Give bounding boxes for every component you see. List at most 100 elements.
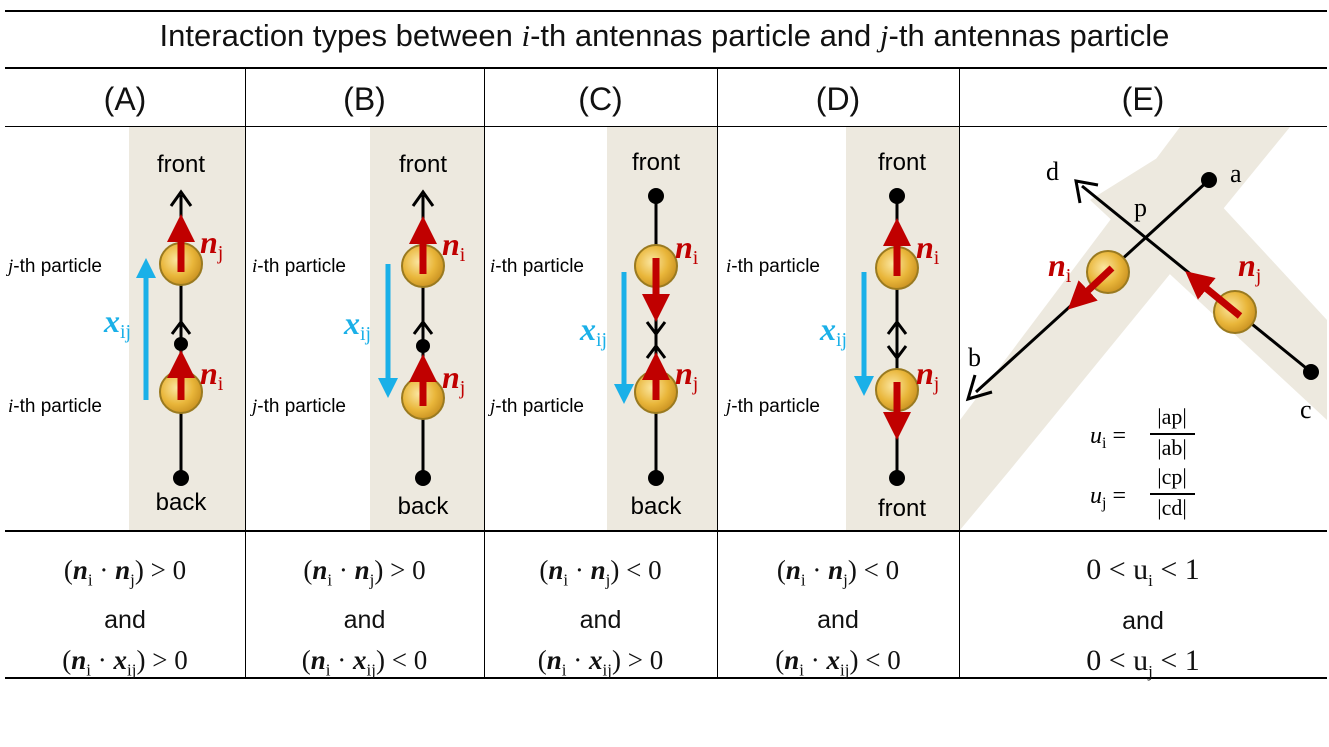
panel-b-front-label: front [399, 151, 447, 178]
panel-e-label-c: c [1300, 395, 1312, 424]
panel-d-front-label-top: front [878, 149, 926, 176]
panel-c-bottom-particle-label: j-th particle [487, 396, 584, 417]
condition-d: (ni · nj) < 0 and (ni · xij) < 0 [717, 550, 959, 691]
condition-a-line2: (ni · xij) > 0 [62, 645, 188, 680]
condition-e-line2: 0 < uj < 1 [1086, 644, 1200, 681]
panel-c-nj-label: nj [675, 355, 698, 395]
panel-d-bottom-particle-label: j-th particle [723, 396, 820, 417]
panel-b-nj-label: nj [442, 359, 465, 399]
panel-d: front front ni nj xij i-th particle j-th… [723, 127, 959, 530]
panel-e-ui-den: |ab| [1157, 435, 1187, 460]
condition-a-and: and [104, 606, 146, 635]
panel-c-back-dot [648, 470, 664, 486]
condition-d-line2: (ni · xij) < 0 [775, 645, 901, 680]
panel-e-nj-arrow [1185, 271, 1243, 319]
column-header-d: (D) [815, 81, 861, 117]
panel-e-ui-num: |ap| [1157, 404, 1187, 429]
condition-b: (ni · nj) > 0 and (ni · xij) < 0 [245, 550, 484, 691]
panel-a: front back nj ni xij j-th particle i-th … [5, 127, 245, 530]
column-divider-1 [245, 69, 246, 678]
panel-a-nj-label: nj [200, 224, 223, 264]
panel-b-ni-label: ni [442, 226, 466, 266]
panel-e-uj-lhs: uj = [1090, 483, 1126, 512]
panel-e-uj-den: |cd| [1157, 495, 1187, 520]
condition-c-line1: (ni · nj) < 0 [539, 555, 662, 590]
panel-e-label-p: p [1134, 193, 1147, 222]
condition-b-line2: (ni · xij) < 0 [301, 645, 428, 680]
condition-d-and: and [817, 606, 859, 635]
column-header-a: (A) [103, 81, 147, 117]
panel-d-top-particle-label: i-th particle [726, 256, 820, 277]
panel-b-bottom-particle-label: j-th particle [249, 396, 346, 417]
panel-e-d-arrowhead [1074, 179, 1099, 204]
column-divider-4 [959, 69, 960, 678]
condition-a-line1: (ni · nj) > 0 [63, 555, 187, 590]
panel-b-joint [416, 339, 430, 353]
panel-b-top-particle-label: i-th particle [252, 256, 346, 277]
panel-e-label-a: a [1230, 159, 1242, 188]
panel-d-top-dot [889, 188, 905, 204]
top-rule [5, 10, 1327, 12]
panel-a-ni-label: ni [200, 355, 224, 395]
panel-c-front-label: front [632, 149, 680, 176]
column-divider-3 [717, 69, 718, 678]
column-divider-2 [484, 69, 485, 678]
condition-b-line1: (ni · nj) > 0 [303, 555, 426, 590]
panel-e-nj-label: nj [1238, 247, 1261, 287]
panel-e-label-d: d [1046, 157, 1059, 186]
panel-b-front-arrowhead [411, 189, 435, 207]
panel-a-top-particle-label: j-th particle [5, 256, 102, 277]
panel-a-front-label: front [157, 151, 205, 178]
column-header-c: (C) [578, 81, 623, 117]
bottom-rule [5, 677, 1327, 679]
panel-e-ni-arrow [1067, 265, 1115, 310]
panel-e: a b c d p ni nj ui = |ap| |ab| uj = |cp|… [960, 127, 1327, 530]
figure-title: Interaction types between i-th antennas … [159, 18, 1170, 53]
column-header-e: (E) [1121, 81, 1165, 117]
panel-e-label-b: b [968, 343, 981, 372]
panel-rule [5, 530, 1327, 532]
header-rule [5, 67, 1327, 69]
condition-c: (ni · nj) < 0 and (ni · xij) > 0 [484, 550, 717, 691]
panel-a-mid-chevron [170, 319, 192, 335]
condition-e-line1: 0 < ui < 1 [1086, 553, 1200, 590]
panel-d-ni-label: ni [916, 229, 940, 269]
panel-a-back-label: back [156, 489, 208, 516]
panel-a-back-dot [173, 470, 189, 486]
condition-d-line1: (ni · nj) < 0 [776, 555, 900, 590]
panel-a-xij-label: xij [103, 303, 131, 343]
panel-d-bottom-dot [889, 470, 905, 486]
column-header-b: (B) [343, 81, 386, 117]
condition-c-and: and [579, 606, 622, 635]
panel-e-point-a [1201, 172, 1217, 188]
panel-c-front-dot [648, 188, 664, 204]
panel-c-mid-chevron-down [645, 321, 667, 337]
panel-b-back-label: back [398, 493, 450, 520]
condition-c-line2: (ni · xij) > 0 [537, 645, 664, 680]
panel-c-back-label: back [631, 493, 683, 520]
condition-b-and: and [343, 606, 386, 635]
panel-d-mid-chevron-down [886, 345, 908, 361]
panel-d-xij-label: xij [819, 311, 847, 351]
panel-a-bottom-particle-label: i-th particle [8, 396, 102, 417]
column-head-rule [5, 126, 1327, 127]
panel-d-front-label-bottom: front [878, 495, 926, 522]
condition-a: (ni · nj) > 0 and (ni · xij) > 0 [5, 550, 245, 691]
condition-e-and: and [1122, 607, 1164, 635]
panel-b: front back ni nj xij i-th particle j-th … [249, 127, 484, 530]
panel-b-back-dot [415, 470, 431, 486]
panel-c-ni-label: ni [675, 229, 699, 269]
panel-c-xij-label: xij [579, 311, 607, 351]
panel-e-b-arrowhead [965, 374, 993, 402]
panel-c-top-particle-label: i-th particle [490, 256, 584, 277]
panel-b-mid-chevron [412, 319, 434, 335]
panel-e-uj-num: |cp| [1157, 464, 1187, 489]
panel-c: front back ni nj xij i-th particle j-th … [487, 127, 717, 530]
panel-d-nj-label: nj [916, 355, 939, 395]
panel-e-ni-label: ni [1048, 247, 1072, 287]
panel-e-ui-lhs: ui = [1090, 423, 1126, 452]
condition-e: 0 < ui < 1 and 0 < uj < 1 [959, 550, 1327, 692]
panel-a-joint [174, 337, 188, 351]
panel-b-xij-label: xij [343, 305, 371, 345]
